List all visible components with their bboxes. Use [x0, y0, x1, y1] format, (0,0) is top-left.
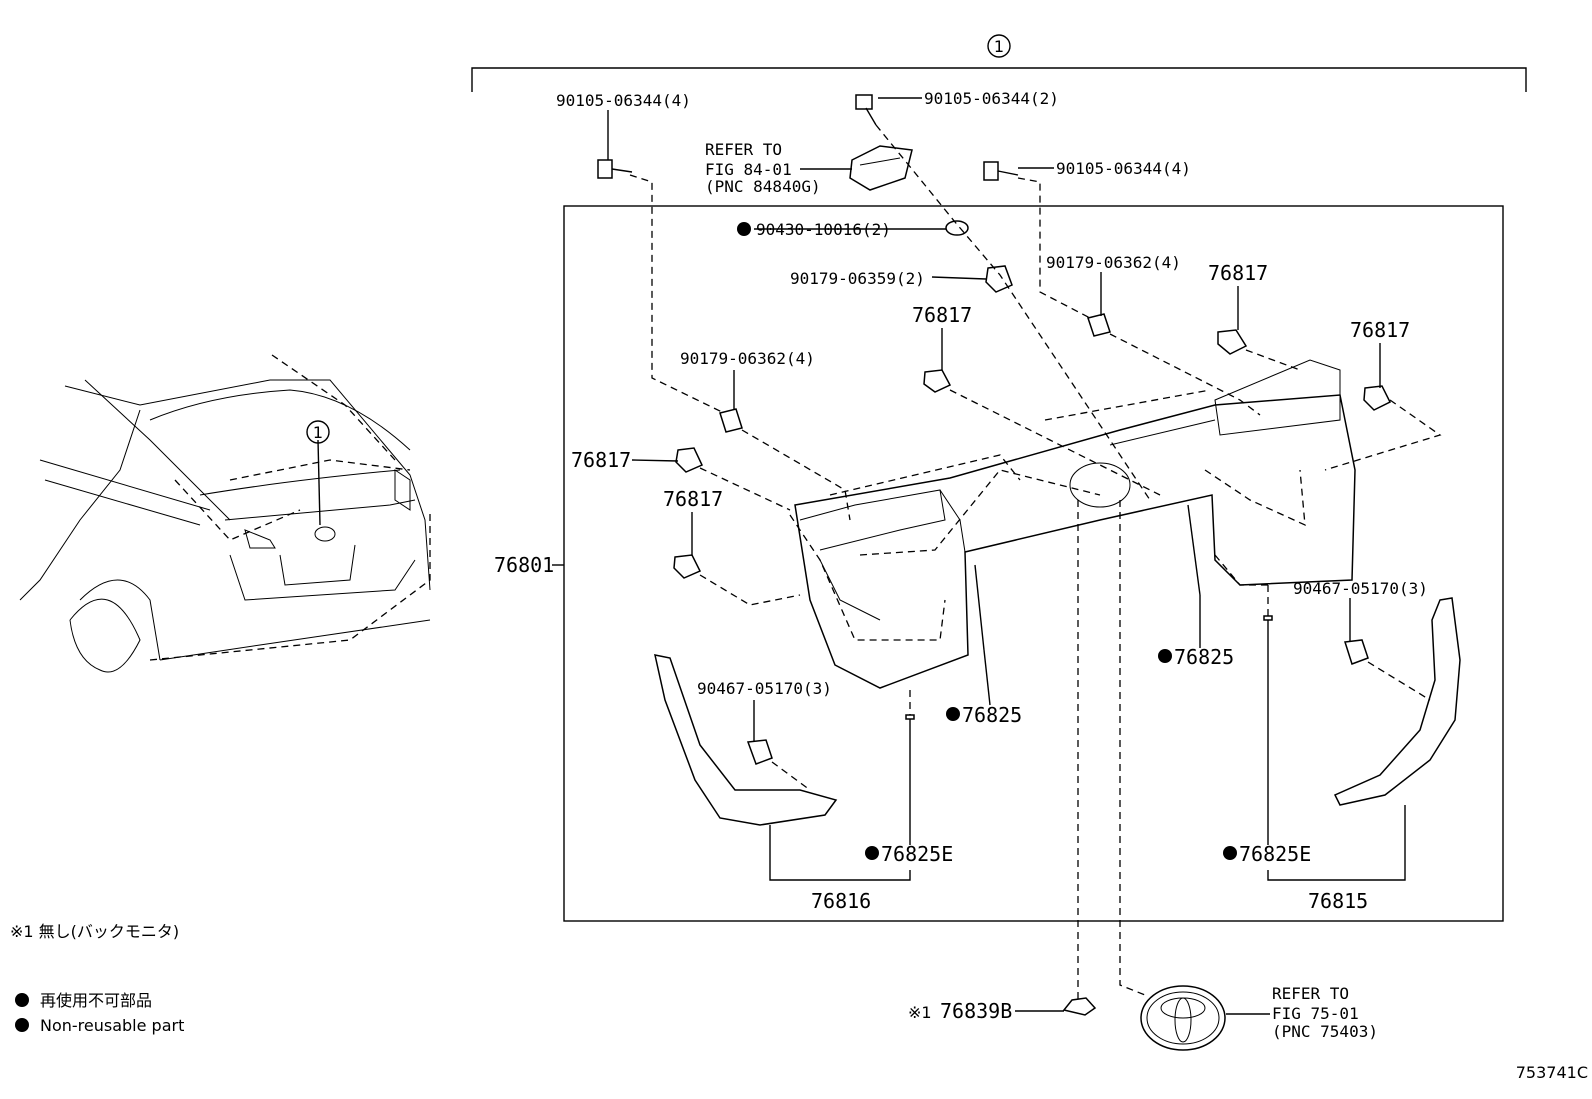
cover-icon: [1062, 997, 1097, 1016]
legend-jp: 再使用不可部品: [40, 991, 152, 1010]
toyota-emblem-icon: [1140, 985, 1226, 1051]
bracket-left-icon: [654, 654, 838, 826]
label-refer-75-1: REFER TO: [1272, 984, 1349, 1003]
bracket-right-icon: [1333, 597, 1461, 806]
car-rear-sketch: 1: [19, 354, 431, 673]
label-bolt-center-top: 90105-06344(2): [924, 89, 1059, 108]
label-clip-c: 76817: [912, 303, 972, 327]
callout-number: 1: [994, 37, 1004, 56]
label-bolt-right-top: 90105-06344(4): [1056, 159, 1191, 178]
label-garnish: 76801: [494, 553, 554, 577]
tape-right-icon: [1263, 615, 1273, 621]
assembly-bracket: 1: [471, 34, 1527, 92]
nut-left-icon: [719, 408, 743, 433]
label-refer-75-3: (PNC 75403): [1272, 1022, 1378, 1041]
non-reusable-dot: [865, 846, 879, 860]
assembly-box: [563, 205, 1504, 922]
screw-left-icon: [746, 739, 773, 765]
label-refer-75-2: FIG 75-01: [1272, 1004, 1359, 1023]
label-cover-prefix: ※1: [908, 1003, 932, 1022]
label-bracket-left: 76816: [811, 889, 871, 913]
washer-icon: [945, 220, 969, 236]
clip-icons: [673, 329, 1392, 579]
label-bracket-right: 76815: [1308, 889, 1368, 913]
non-reusable-dot: [1158, 649, 1172, 663]
label-nut-left: 90179-06362(4): [680, 349, 815, 368]
seal-center-icon: [974, 564, 985, 651]
part-labels: 90105-06344(4) 90105-06344(2) 90105-0634…: [494, 89, 1428, 1041]
label-refer-84-2: FIG 84-01: [705, 160, 792, 179]
bolt-center-top-icon: [855, 94, 877, 126]
label-screw-left: 90467-05170(3): [697, 679, 832, 698]
switch-unit-icon: [849, 145, 913, 191]
nut-right-icon: [1087, 313, 1111, 337]
tape-left-icon: [905, 714, 915, 720]
back-door-garnish: [794, 359, 1356, 689]
label-clip-e: 76817: [663, 487, 723, 511]
nut-center-icon: [985, 265, 1013, 293]
screw-right-icon: [1344, 639, 1369, 665]
label-seal-center: 76825: [962, 703, 1022, 727]
label-refer-84-1: REFER TO: [705, 140, 782, 159]
label-cover: 76839B: [940, 999, 1012, 1023]
non-reusable-dot: [737, 222, 751, 236]
bolt-left-top-icon: [597, 159, 633, 179]
label-tape-left: 76825E: [881, 842, 953, 866]
non-reusable-dot: [946, 707, 960, 721]
label-clip-a: 76817: [1208, 261, 1268, 285]
figure-id: 753741C: [1516, 1063, 1588, 1082]
car-callout-number: 1: [313, 423, 323, 442]
label-nut-right: 90179-06362(4): [1046, 253, 1181, 272]
label-screw-right: 90467-05170(3): [1293, 579, 1428, 598]
legend: ※1 無し(バックモニタ) 再使用不可部品 Non-reusable part: [10, 922, 184, 1035]
bolt-right-top-icon: [983, 161, 1019, 181]
label-clip-b: 76817: [1350, 318, 1410, 342]
non-reusable-dot: [1223, 846, 1237, 860]
label-refer-84-3: (PNC 84840G): [705, 177, 821, 196]
label-nut-center: 90179-06359(2): [790, 269, 925, 288]
legend-dot-icon: [15, 993, 29, 1007]
label-tape-right: 76825E: [1239, 842, 1311, 866]
legend-en: Non-reusable part: [40, 1016, 184, 1035]
leader-lines: [552, 97, 1442, 1015]
seal-right-icon: [1187, 504, 1201, 596]
label-seal-right: 76825: [1174, 645, 1234, 669]
note-1: ※1 無し(バックモニタ): [10, 922, 179, 941]
label-clip-d: 76817: [571, 448, 631, 472]
legend-dot-icon: [15, 1018, 29, 1032]
label-washer: 90430-10016(2): [756, 220, 891, 239]
label-bolt-left-top: 90105-06344(4): [556, 91, 691, 110]
